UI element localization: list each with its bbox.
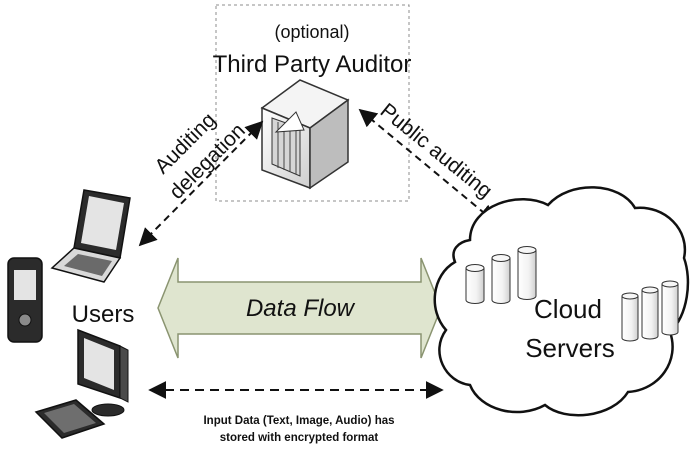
public-auditing-label: Public auditing: [376, 99, 497, 203]
delegation-arrow: [138, 120, 264, 247]
auditor-box: [215, 4, 410, 202]
cloud-label-line2: Servers: [525, 333, 615, 363]
storage-note-line2: stored with encrypted format: [220, 432, 379, 444]
auditor-optional-label: (optional): [274, 22, 349, 42]
cloud-icon: [433, 186, 690, 417]
public-auditing-arrow: [358, 108, 497, 224]
users-label: Users: [72, 301, 135, 328]
server-icon: [260, 79, 350, 190]
storage-note-line1: Input Data (Text, Image, Audio) has: [203, 415, 394, 427]
phone-icon: [7, 257, 43, 343]
keyboard-icon: [34, 399, 106, 439]
auditor-title: Third Party Auditor: [213, 51, 412, 78]
laptop-icon: [50, 189, 131, 283]
database-icon: [621, 280, 679, 342]
cloud-label-line1: Cloud: [534, 294, 602, 324]
data-flow-label: Data Flow: [246, 295, 356, 322]
database-icon: [465, 246, 537, 304]
desktop-icon: [77, 328, 129, 417]
